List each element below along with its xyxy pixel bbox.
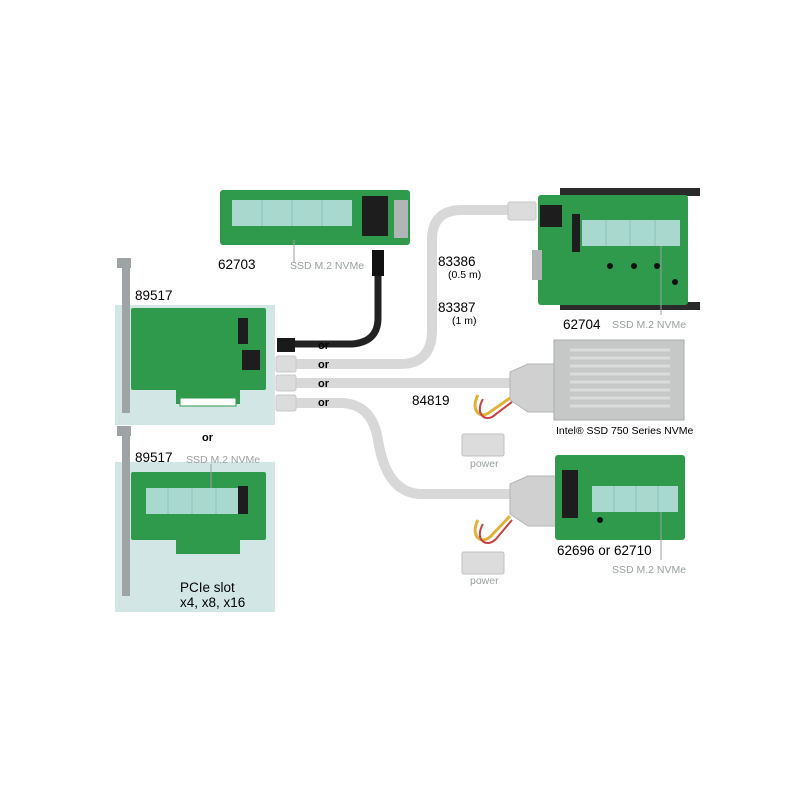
label-62696-62710: 62696 or 62710	[557, 543, 652, 558]
or-label-3: or	[318, 378, 329, 390]
black-cable	[290, 268, 382, 348]
intel-ssd-750	[553, 339, 685, 421]
label-83387-length: (1 m)	[452, 315, 477, 327]
label-89517-bottom: 89517	[135, 450, 173, 465]
label-83387: 83387	[438, 300, 476, 315]
or-between-adapters: or	[202, 432, 213, 444]
label-62704: 62704	[563, 317, 601, 332]
u2-connector-1	[473, 363, 561, 419]
cable-83386-connector-right	[507, 201, 537, 221]
cable-83386	[290, 205, 515, 369]
card-62696	[555, 455, 685, 560]
adapter-89517-bottom	[117, 426, 266, 596]
label-89517-top: 89517	[135, 288, 173, 303]
label-pcie-widths: x4, x8, x16	[180, 595, 246, 610]
or-label-4: or	[318, 397, 329, 409]
ssd-label-62703: SSD M.2 NVMe	[290, 260, 365, 272]
label-83386: 83386	[438, 254, 476, 269]
or-label-1: or	[318, 340, 329, 352]
u2-connector-2	[473, 475, 561, 544]
label-62703: 62703	[218, 257, 256, 272]
cable-62696	[290, 398, 510, 499]
label-pcie-slot: PCIe slot	[180, 580, 235, 595]
card-62703	[220, 190, 410, 262]
or-label-2: or	[318, 359, 329, 371]
power-connector-2	[461, 551, 505, 575]
label-intel-ssd: Intel® SSD 750 Series NVMe	[556, 425, 694, 437]
cable-84819-connector-left	[275, 374, 297, 392]
ssd-label-62696: SSD M.2 NVMe	[612, 564, 687, 576]
power-label-1: power	[470, 458, 499, 470]
label-84819: 84819	[412, 393, 450, 408]
ssd-label-62704: SSD M.2 NVMe	[612, 319, 687, 331]
adapter-89517-top	[117, 258, 266, 413]
card-62704	[532, 188, 700, 315]
power-label-2: power	[470, 575, 499, 587]
cable-83386-connector-left	[275, 355, 297, 373]
black-cable-connector-bottom	[277, 338, 295, 352]
ssd-label-89517: SSD M.2 NVMe	[186, 454, 261, 466]
black-cable-connector-top	[372, 250, 384, 276]
cable-62696-connector-left	[275, 394, 297, 412]
label-83386-length: (0.5 m)	[448, 269, 482, 281]
power-connector-1	[461, 433, 505, 457]
